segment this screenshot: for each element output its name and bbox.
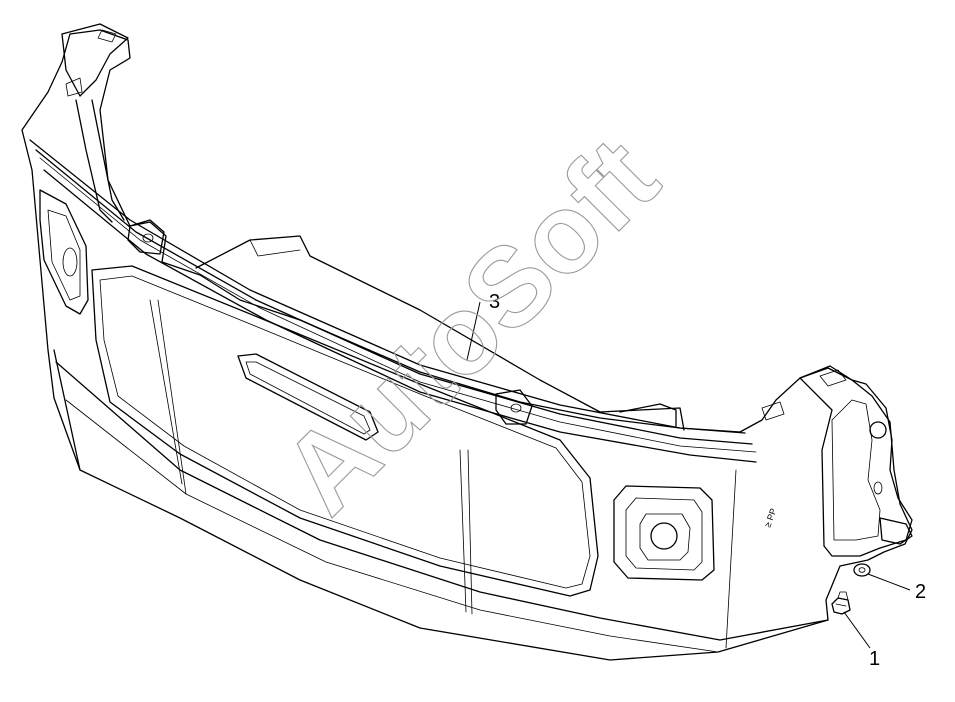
bolt-part [831,591,851,615]
bumper-part: ≥ PP [21,23,913,661]
callout-2-label: 2 [915,581,926,603]
callout-3-leader [466,301,481,361]
autosoft-watermark: AutoSoft [259,114,682,537]
callout-1-leader [843,611,871,649]
material-mark-text: ≥ PP [762,507,778,529]
callout-3-label: 3 [489,291,500,313]
callout-1-label: 1 [869,648,880,670]
washer-part [853,563,871,577]
callout-2-leader [867,573,911,591]
